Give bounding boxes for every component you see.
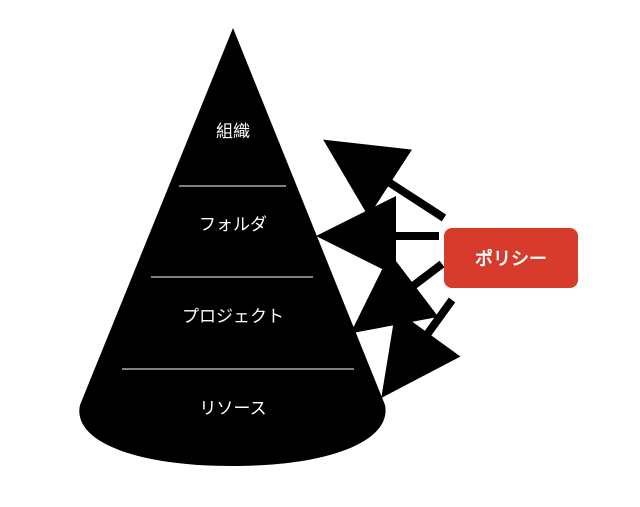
cone-shape (79, 28, 386, 466)
arrow-icon (323, 139, 447, 222)
level-label-organization: 組織 (216, 122, 250, 142)
level-label-project: プロジェクト (182, 307, 284, 327)
level-label-folder: フォルダ (199, 215, 267, 235)
arrow-icon (350, 253, 445, 334)
level-label-resource: リソース (199, 399, 266, 419)
arrow-icon (381, 297, 461, 398)
policy-box: ポリシー (444, 228, 578, 288)
policy-label: ポリシー (475, 249, 547, 270)
